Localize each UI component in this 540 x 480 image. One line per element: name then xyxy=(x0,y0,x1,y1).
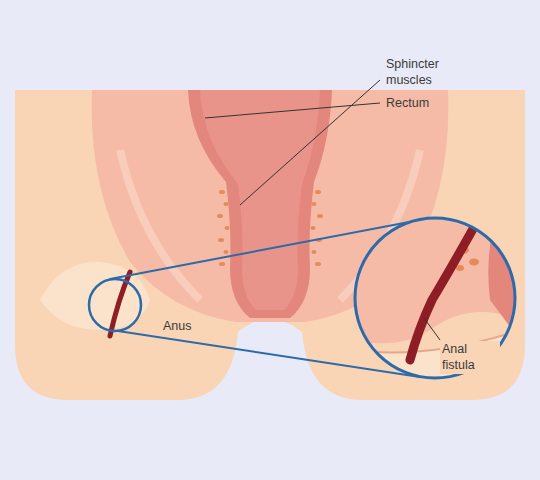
part-label: Rectum xyxy=(386,95,506,111)
rectum-wall xyxy=(188,90,332,318)
leader-line xyxy=(240,80,380,205)
rectum xyxy=(200,90,320,310)
leader-line xyxy=(205,103,380,118)
muscle-fiber xyxy=(120,150,200,300)
zoom-circle xyxy=(355,218,515,378)
tissue-fold xyxy=(40,262,150,330)
part-label: Anus xyxy=(163,318,223,334)
zoom-source-circle xyxy=(89,279,141,331)
part-label: Sphincter muscles xyxy=(386,56,458,89)
buttocks-outline xyxy=(15,90,525,400)
zoom-view xyxy=(350,215,520,385)
part-label: Anal fistula xyxy=(440,341,500,374)
leader-line xyxy=(424,318,440,340)
